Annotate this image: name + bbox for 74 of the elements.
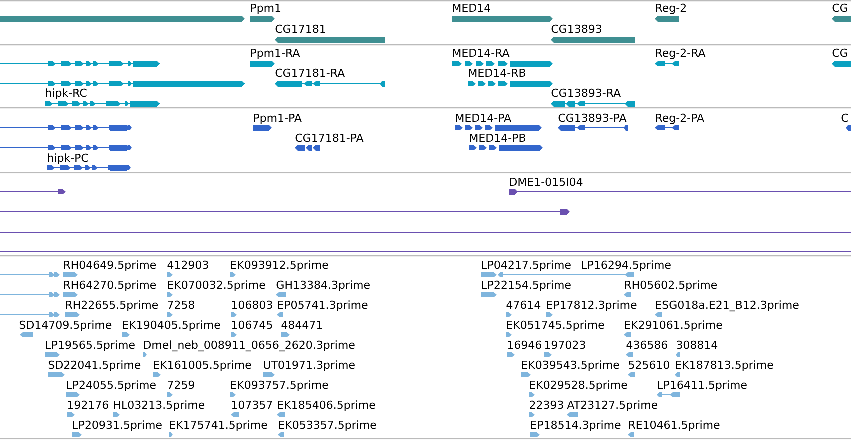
feature-label: MED14-RA xyxy=(453,48,510,57)
feature-label: EK161005.5prime xyxy=(154,360,252,372)
feature-label: RH04649.5prime xyxy=(64,260,156,272)
feature-label: CG17181-RA xyxy=(276,68,345,78)
feature-label: Ppm1-RA xyxy=(251,48,300,60)
feature-label: Ppm1-PA xyxy=(254,114,302,124)
feature-label: hipk-PC xyxy=(48,154,88,164)
feature-label: EK039543.5prime xyxy=(522,360,620,372)
feature-label: EK187813.5prime xyxy=(676,360,774,372)
feature-label: EK053357.5prime xyxy=(279,420,376,432)
feature-label: EK291061.5prime xyxy=(625,320,722,332)
feature-label: CG xyxy=(832,48,848,58)
feature-label: Dmel_neb_008911_0656_2620.3prime xyxy=(144,340,355,352)
feature-label: 436586 xyxy=(626,340,668,350)
feature-label: DME1-015I04 xyxy=(510,178,583,186)
feature-label: hipk-RC xyxy=(46,88,87,100)
feature-label: CG13893-PA xyxy=(558,114,627,122)
feature-label: LP19565.5prime xyxy=(46,340,135,352)
feature-label: 7258 xyxy=(168,300,194,310)
feature-label: 16946 xyxy=(508,340,542,350)
feature-label: SD22041.5prime xyxy=(48,360,141,372)
feature-label: LP16294.5prime xyxy=(582,260,671,272)
feature-label: RH64270.5prime xyxy=(64,280,156,292)
feature-label: EK093912.5prime xyxy=(231,260,328,272)
feature-label: EK029528.5prime xyxy=(530,380,628,392)
feature-label: 484471 xyxy=(282,320,322,330)
feature-label: MED14-PB xyxy=(470,134,526,142)
feature-label: LP16411.5prime xyxy=(658,380,747,392)
feature-label: 22393 xyxy=(530,400,564,410)
feature-label: 106745 xyxy=(232,320,272,330)
feature-label: EP17812.3prime xyxy=(547,300,637,312)
feature-label: EP05741.3prime xyxy=(278,300,368,312)
feature-label: HL03213.5prime xyxy=(114,400,205,412)
feature-label: 412903 xyxy=(168,260,208,270)
feature-label: CG xyxy=(832,4,848,12)
feature-label: 197023 xyxy=(545,340,586,350)
feature-label: CG17181-PA xyxy=(296,134,364,142)
feature-label: 47614 xyxy=(506,300,541,310)
feature-label: UT01971.3prime xyxy=(264,360,355,372)
feature-label: Reg-2-PA xyxy=(656,114,704,124)
feature-label: GH13384.3prime xyxy=(276,280,370,292)
feature-label: 107357 xyxy=(232,400,272,410)
feature-label: EK051745.5prime xyxy=(507,320,604,332)
feature-label: MED14-PA xyxy=(456,114,512,122)
feature-label: ESG018a.E21_B12.3prime xyxy=(656,300,799,312)
feature-label: MED14-RB xyxy=(469,68,526,77)
feature-label: AT23127.5prime xyxy=(567,400,658,412)
feature-label: CG17181 xyxy=(276,24,326,34)
feature-label: EK190405.5prime xyxy=(123,320,220,332)
feature-label: EK185406.5prime xyxy=(278,400,376,412)
feature-label: LP20931.5prime xyxy=(73,420,162,432)
feature-label: Ppm1 xyxy=(251,4,281,14)
feature-label: RH05602.5prime xyxy=(625,280,718,292)
feature-label: C xyxy=(842,114,848,122)
feature-label: 7259 xyxy=(168,380,194,390)
feature-label: 106803 xyxy=(232,300,272,310)
feature-label: LP04217.5prime xyxy=(482,260,571,272)
feature-label: 192176 xyxy=(68,400,108,410)
feature-label: RE10461.5prime xyxy=(629,420,720,432)
feature-label: Reg-2-RA xyxy=(656,48,706,60)
feature-label: MED14 xyxy=(453,4,490,12)
feature-label: 308814 xyxy=(677,340,718,350)
feature-label: 525610 xyxy=(629,360,670,370)
feature-label: LP24055.5prime xyxy=(67,380,156,392)
feature-label: SD14709.5prime xyxy=(20,320,112,332)
feature-label: RH22655.5prime xyxy=(66,300,158,312)
feature-label: Reg-2 xyxy=(656,4,686,14)
feature-label: EK093757.5prime xyxy=(231,380,328,392)
feature-label: CG13893-RA xyxy=(552,88,621,98)
feature-label: EP18514.3prime xyxy=(531,420,621,432)
feature-label: EK070032.5prime xyxy=(168,280,266,292)
feature-label: EK175741.5prime xyxy=(170,420,268,432)
feature-label: CG13893 xyxy=(552,24,602,34)
feature-label: LP22154.5prime xyxy=(482,280,571,292)
